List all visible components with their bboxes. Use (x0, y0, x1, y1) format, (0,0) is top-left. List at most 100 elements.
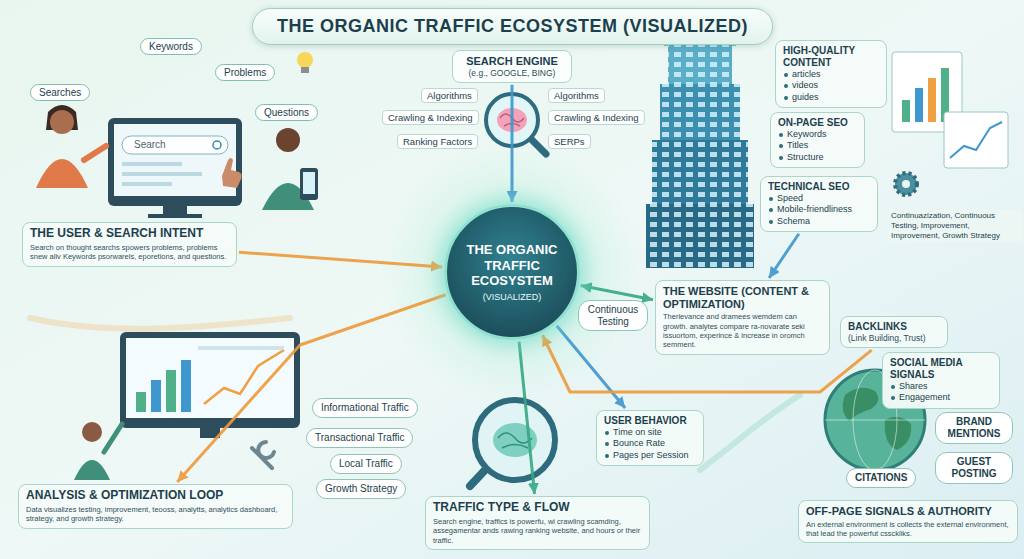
search-bar (122, 136, 228, 154)
building-tier (646, 204, 754, 268)
brain-fold (498, 433, 532, 448)
section-box: ANALYSIS & OPTIMIZATION LOOPData visuali… (18, 484, 293, 529)
flow-arrow (581, 286, 653, 300)
hub-subtitle: (VISUALIZED) (483, 292, 542, 302)
monitor-screen (114, 124, 236, 196)
bullet-item: Mobile-friendliness (768, 204, 870, 215)
box-heading: USER BEHAVIOR (604, 415, 696, 427)
building-tier (660, 84, 740, 140)
pill-text: Growth Strategy (325, 483, 397, 495)
building-tier (652, 140, 748, 204)
bullet-item: Shares (890, 381, 992, 392)
section-box: THE WEBSITE (CONTENT & OPTIMIZATION)Ther… (655, 280, 830, 355)
bullet-item: Engagement (890, 392, 992, 403)
person-arm (104, 424, 122, 452)
pill-text: Transactional Traffic (315, 432, 404, 444)
pill-text: Local Traffic (339, 458, 393, 470)
bullet-item: Pages per Session (604, 450, 696, 461)
box-heading: ON-PAGE SEO (778, 117, 857, 129)
title-text: THE ORGANIC TRAFFIC ECOSYSTEM (VISUALIZE… (277, 16, 748, 36)
engine-heading: SEARCH ENGINE (460, 55, 564, 68)
note-text: Continuazization, Continuous Testing, Im… (888, 210, 1022, 242)
windows (652, 140, 748, 204)
flow-arrow (177, 295, 446, 482)
result-line (122, 182, 172, 186)
pill-text: CITATIONS (855, 472, 907, 484)
hub-circle: THE ORGANIC TRAFFIC ECOSYSTEM(VISUALIZED… (444, 204, 580, 340)
person-head (82, 422, 102, 442)
flow-arrow (239, 252, 442, 267)
windows (668, 44, 732, 84)
person-arm (84, 146, 106, 160)
bullet-item: guides (783, 92, 879, 103)
section-box: TRAFFIC TYPE & FLOW Search engine, traffi… (425, 496, 650, 550)
chart-bar (166, 370, 176, 412)
engine-tag: Algorithms (548, 88, 605, 103)
windows (646, 204, 754, 268)
windows (660, 84, 740, 140)
chart-bar (181, 360, 191, 412)
flow-arrow (519, 342, 534, 494)
search-icon (213, 141, 221, 149)
content-box: HIGH-QUALITY CONTENTarticlesvideosguides (775, 40, 887, 108)
lightbulb (297, 52, 313, 68)
chart-bar (902, 100, 910, 122)
magnifier-lens (475, 400, 555, 480)
body-text: An external environment is collects the … (806, 520, 1010, 539)
traffic-pill: Transactional Traffic (306, 428, 413, 448)
signal-pill: CITATIONS (846, 468, 916, 488)
report-sheet (944, 112, 1008, 168)
dashboard-header (198, 346, 284, 350)
bullet-item: Bounce Rate (604, 438, 696, 449)
speech-bubble: Searches (30, 84, 90, 101)
pointing-hand (222, 158, 242, 188)
section-heading: ANALYSIS & OPTIMIZATION LOOP (26, 489, 285, 503)
section-heading: THE USER & SEARCH INTENT (30, 227, 229, 241)
title-banner: THE ORGANIC TRAFFIC ECOSYSTEM (VISUALIZE… (252, 8, 773, 45)
process-pill: Continuous Testing (578, 300, 648, 331)
chart-bar (136, 392, 146, 412)
metric-box: USER BEHAVIORTime on siteBounce RatePage… (596, 410, 704, 466)
gear (895, 173, 917, 195)
engine-tag: Ranking Factors (397, 134, 478, 149)
bullet-item: videos (783, 80, 879, 91)
dashboard-monitor (120, 332, 300, 428)
engine-tag: Crawling & Indexing (382, 110, 479, 125)
result-line (122, 162, 182, 166)
content-box: ON-PAGE SEOKeywordsTitlesStructure (770, 112, 865, 168)
equator (825, 420, 925, 421)
box-heading: HIGH-QUALITY CONTENT (783, 45, 879, 69)
flow-arrow (511, 85, 514, 202)
subtitle: (e.g., GOOGLE, BING) (460, 68, 564, 78)
bullet-item: Structure (778, 152, 857, 163)
flow-arrow (769, 234, 799, 278)
bullet-item: Speed (768, 193, 870, 204)
traffic-pill: Informational Traffic (312, 398, 418, 418)
bullet-item: Schema (768, 216, 870, 227)
chart-bar (928, 78, 936, 122)
signal-box: BACKLINKS(Link Building, Trust) (840, 316, 948, 348)
bullet-item: Time on site (604, 427, 696, 438)
gear-hole (902, 180, 910, 188)
glow-stream (700, 395, 800, 470)
search-engine-box: SEARCH ENGINE(e.g., GOOGLE, BING) (452, 50, 572, 83)
box-heading: SOCIAL MEDIA SIGNALS (890, 357, 992, 381)
body-text: Search on thought searchs spowers proble… (30, 243, 229, 262)
person-body (36, 159, 88, 188)
section-box: THE USER & SEARCH INTENT Search on though… (22, 222, 237, 267)
bullet-item: Keywords (778, 129, 857, 140)
body-text: Therievance and dramees wemdem can growt… (663, 312, 822, 350)
speech-bubble: Problems (215, 64, 275, 81)
speech-bubble: Keywords (140, 38, 202, 55)
body-text: Search engine, traffics is powerfu, wi c… (433, 517, 642, 545)
box-heading: TECHNICAL SEO (768, 181, 870, 193)
continent (843, 388, 878, 421)
signal-pill: BRAND MENTIONS (935, 412, 1013, 444)
chart-bar (151, 380, 161, 412)
bullet-item: Titles (778, 140, 857, 151)
section-heading: TRAFFIC TYPE & FLOW (433, 501, 642, 515)
person-head (50, 110, 74, 134)
person-head (276, 128, 300, 152)
search-box-text: Search (134, 139, 166, 150)
